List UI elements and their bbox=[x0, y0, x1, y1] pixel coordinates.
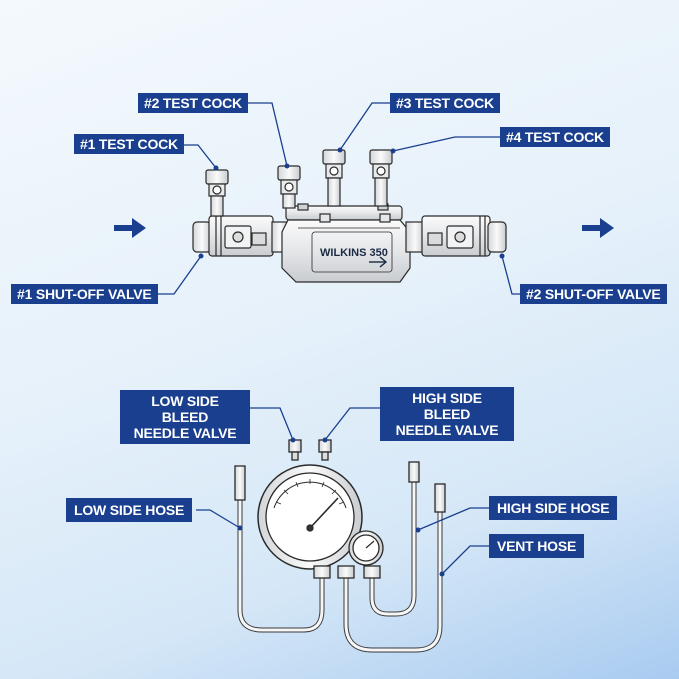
label-high-side-bleed: HIGH SIDE BLEED NEEDLE VALVE bbox=[380, 387, 514, 441]
label-high-side-hose: HIGH SIDE HOSE bbox=[489, 496, 618, 520]
label-high-side-bleed-line1: HIGH SIDE BLEED bbox=[412, 390, 482, 422]
label-test-cock-4: #4 TEST COCK bbox=[500, 127, 610, 147]
shutoff-valve-2 bbox=[421, 215, 507, 257]
test-cock-2 bbox=[277, 165, 301, 209]
flow-in-arrow-icon bbox=[114, 218, 146, 238]
label-shutoff-valve-2: #2 SHUT-OFF VALVE bbox=[520, 284, 667, 304]
label-low-side-bleed: LOW SIDE BLEED NEEDLE VALVE bbox=[120, 390, 250, 444]
shutoff-valve-1 bbox=[192, 215, 274, 257]
test-kit bbox=[234, 439, 446, 653]
label-low-side-hose: LOW SIDE HOSE bbox=[66, 498, 193, 522]
flow-out-arrow-icon bbox=[582, 218, 614, 238]
label-test-cock-1: #1 TEST COCK bbox=[74, 134, 184, 154]
label-shutoff-valve-1: #1 SHUT-OFF VALVE bbox=[11, 284, 158, 304]
label-high-side-bleed-line2: NEEDLE VALVE bbox=[395, 422, 499, 438]
label-low-side-bleed-line1: LOW SIDE BLEED bbox=[151, 393, 219, 425]
label-test-cock-2: #2 TEST COCK bbox=[138, 93, 248, 113]
leader-lines bbox=[158, 102, 521, 575]
device-brand: WILKINS 350 bbox=[320, 247, 388, 259]
leader-dots bbox=[198, 147, 505, 577]
test-cock-3 bbox=[322, 149, 346, 207]
test-cock-1 bbox=[205, 169, 229, 217]
label-test-cock-3: #3 TEST COCK bbox=[390, 93, 500, 113]
body-arrow-icon bbox=[369, 256, 388, 268]
test-cock-4 bbox=[369, 149, 393, 207]
valve-body bbox=[281, 203, 411, 283]
backflow-preventer bbox=[192, 149, 507, 283]
label-vent-hose: VENT HOSE bbox=[489, 534, 585, 558]
label-low-side-bleed-line2: NEEDLE VALVE bbox=[133, 425, 237, 441]
